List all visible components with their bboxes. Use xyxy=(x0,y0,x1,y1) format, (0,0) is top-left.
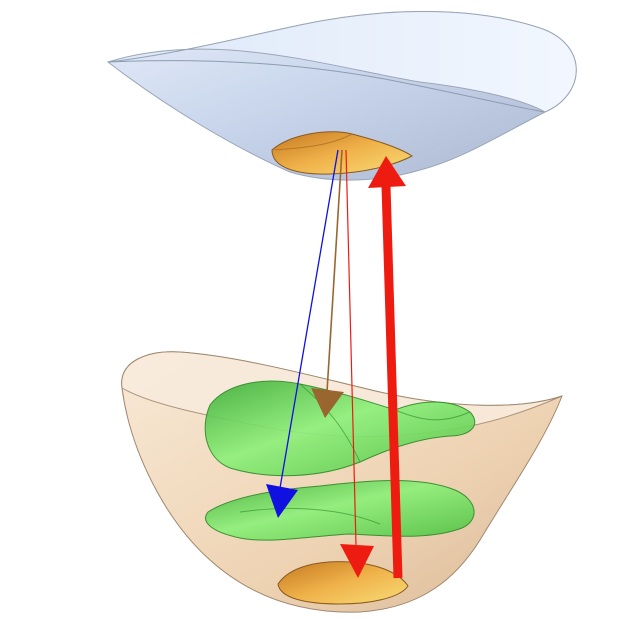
brown-arrow-down xyxy=(311,149,344,418)
green-sheet-upper xyxy=(204,380,476,477)
upper-surface-rim xyxy=(107,11,577,113)
upper-surface-front-edge xyxy=(107,60,546,113)
upper-surface xyxy=(106,11,577,181)
red-thin-arrow-down xyxy=(340,149,374,578)
lower-minimum-cap xyxy=(277,561,409,605)
red-thick-arrow-up xyxy=(368,156,406,579)
blue-arrow-down xyxy=(266,149,339,518)
